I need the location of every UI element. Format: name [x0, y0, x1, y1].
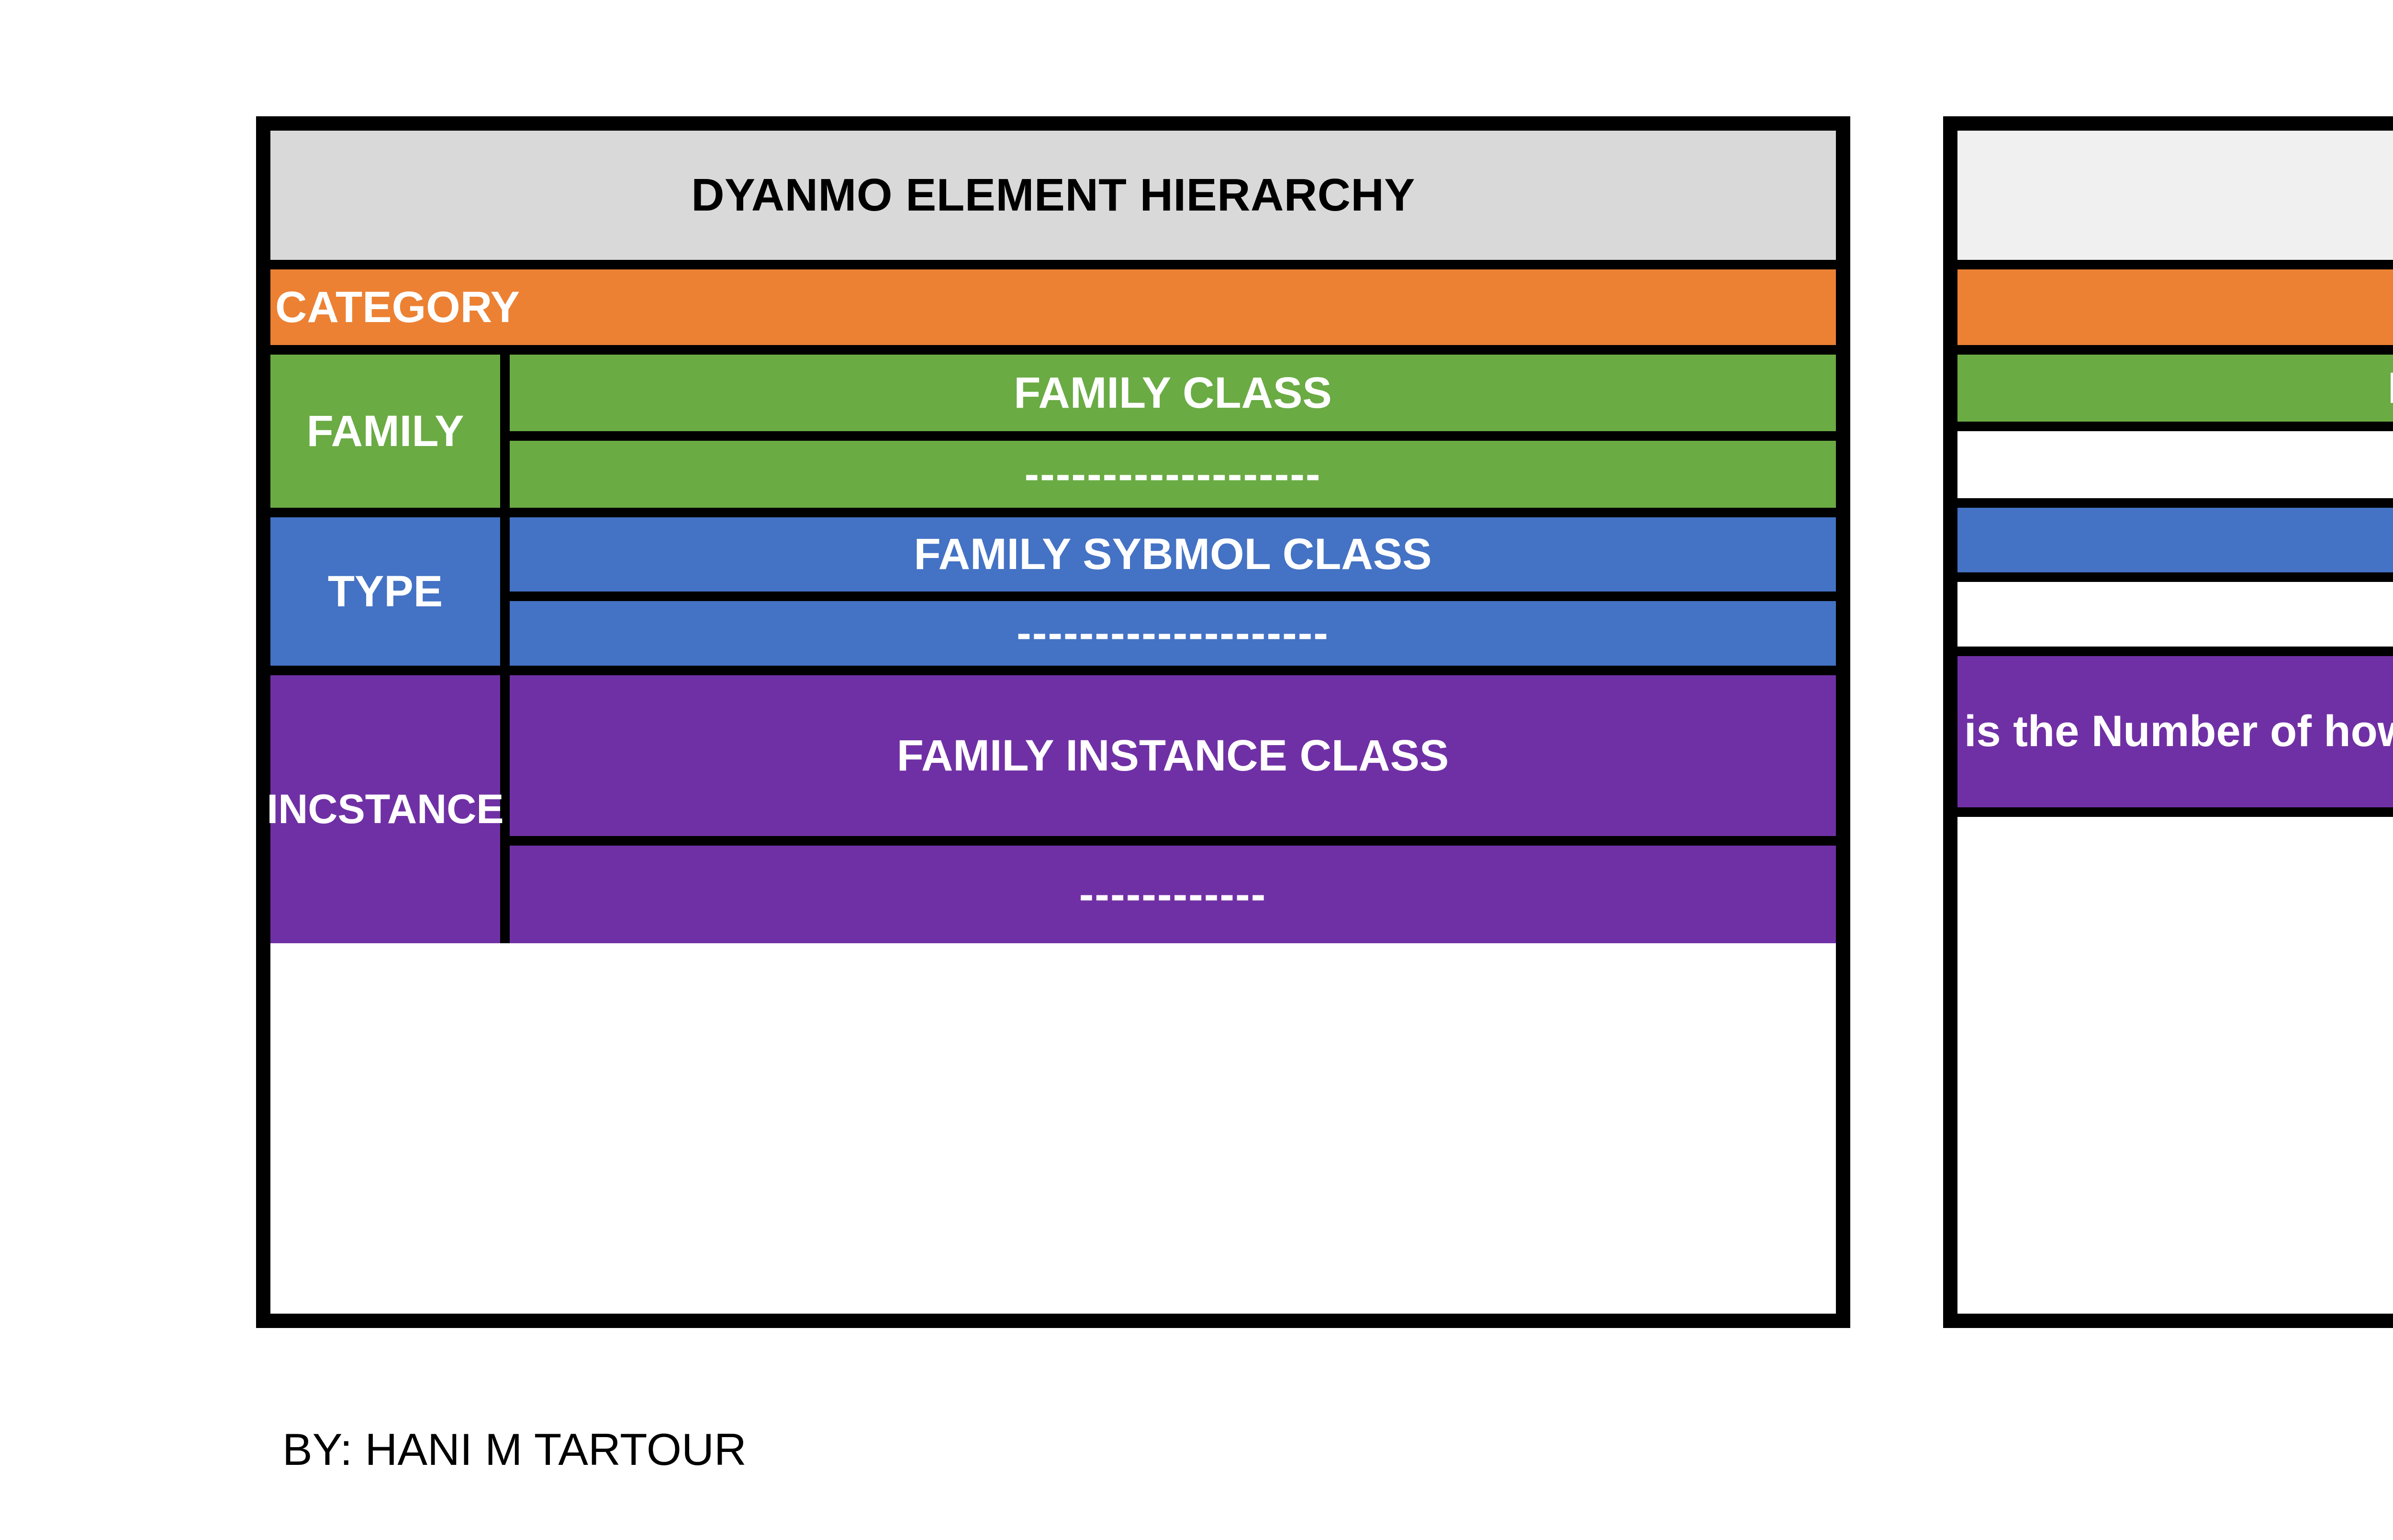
family-instance-class-label: FAMILY INSTANCE CLASS	[510, 675, 1836, 836]
example-table-title: example loadable family	[1957, 131, 2393, 260]
example-instance-value: is the Number of how many items used in …	[1957, 647, 2393, 807]
category-row: CATEGORY	[270, 260, 1836, 345]
example-type-value: 250 x400 mm	[1957, 498, 2393, 572]
example-table: example loadable family strctural column…	[1943, 116, 2393, 1328]
family-class-label: FAMILY CLASS	[510, 355, 1836, 431]
type-label: TYPE	[270, 517, 510, 666]
example-type-dashes: -------------	[1957, 572, 2393, 647]
example-instance-dashes: -------------	[1957, 807, 2393, 915]
example-family-dashes: -------------	[1957, 422, 2393, 498]
example-category-value: strctural columns	[1957, 260, 2393, 345]
byline: BY: HANI M TARTOUR	[282, 1424, 747, 1474]
type-row: TYPE FAMILY SYBMOL CLASS ---------------…	[270, 508, 1836, 666]
instance-row: INCSTANCE FAMILY INSTANCE CLASS --------…	[267, 666, 1836, 943]
instance-label: INCSTANCE	[267, 675, 510, 943]
hierarchy-table: DYANMO ELEMENT HIERARCHY CATEGORY FAMILY…	[256, 116, 1850, 1328]
family-symbol-class-dashes: --------------------	[510, 591, 1836, 666]
family-class-dashes: -------------------	[510, 431, 1836, 508]
category-label: CATEGORY	[275, 282, 520, 332]
family-symbol-class-label: FAMILY SYBMOL CLASS	[510, 517, 1836, 591]
family-instance-class-dashes: ------------	[510, 836, 1836, 943]
hierarchy-table-title: DYANMO ELEMENT HIERARCHY	[270, 131, 1836, 260]
family-label: FAMILY	[270, 355, 510, 508]
family-row: FAMILY FAMILY CLASS -------------------	[270, 345, 1836, 508]
example-family-value: M_Concrete-Rectangular-Column	[1957, 345, 2393, 422]
